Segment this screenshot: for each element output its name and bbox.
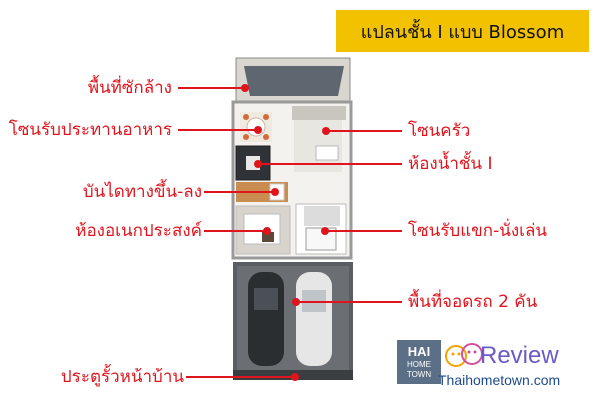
site-url-text: Thaihometown.com bbox=[438, 372, 561, 388]
label-kitchen: โซนครัว bbox=[408, 121, 471, 141]
plan-title-box: แปลนชั้น I แบบ Blossom bbox=[336, 10, 589, 52]
hai-logo-line3: TOWN bbox=[406, 370, 432, 379]
hai-logo-line1: HAI bbox=[407, 344, 431, 359]
label-parking: พื้นที่จอดรถ 2 คัน bbox=[408, 292, 538, 312]
laundry-area bbox=[235, 57, 351, 103]
smiley-icon bbox=[445, 343, 483, 367]
car-white bbox=[296, 272, 332, 366]
label-dining: โซนรับประทานอาหาร bbox=[8, 120, 172, 140]
label-multipurpose: ห้องอเนกประสงค์ bbox=[75, 221, 202, 241]
carport bbox=[233, 262, 353, 376]
car-dark bbox=[248, 272, 284, 366]
label-gate: ประตูรั้วหน้าบ้าน bbox=[60, 367, 184, 387]
label-living: โซนรับแขก-นั่งเล่น bbox=[408, 221, 547, 241]
living-zone bbox=[295, 203, 347, 255]
label-laundry: พื้นที่ซักล้าง bbox=[87, 78, 172, 98]
hai-logo-line2: HOME bbox=[407, 360, 431, 369]
plan-title: แปลนชั้น I แบบ Blossom bbox=[360, 21, 565, 43]
label-bathroom: ห้องน้ำชั้น I bbox=[408, 154, 493, 174]
review-text: Review bbox=[480, 342, 559, 369]
leader-lines bbox=[178, 84, 402, 381]
label-stairs: บันไดทางขึ้น-ลง bbox=[82, 182, 202, 202]
hai-home-town-logo: HAI HOME TOWN bbox=[397, 340, 441, 384]
kitchen-zone bbox=[292, 106, 346, 172]
